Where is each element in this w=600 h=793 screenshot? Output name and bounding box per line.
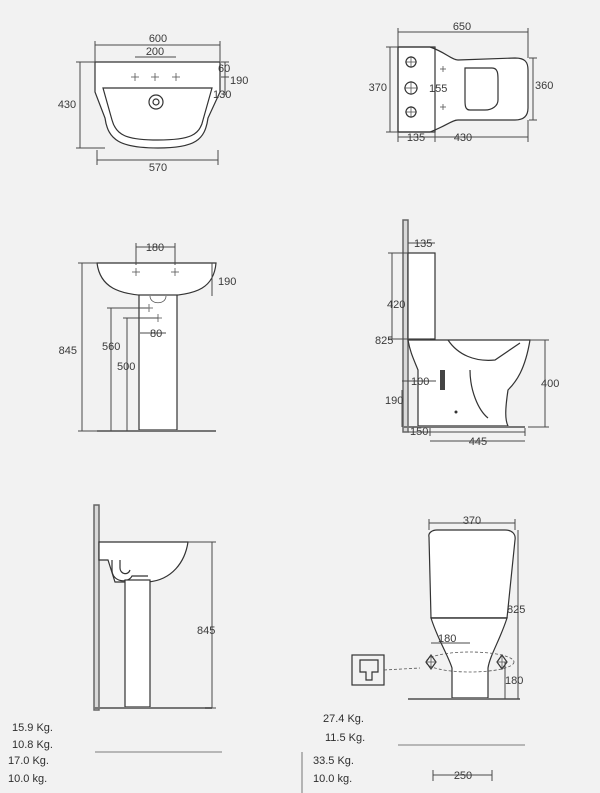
weight-label: 17.0 Kg. bbox=[8, 755, 49, 767]
cistern-side bbox=[407, 252, 436, 340]
dim-200: 200 bbox=[146, 46, 164, 58]
dim-130: 130 bbox=[213, 89, 231, 101]
wc-top-view: 650 370 155 360 135 430 bbox=[369, 21, 554, 144]
weight-label: 27.4 Kg. bbox=[323, 713, 364, 725]
dim-190: 190 bbox=[385, 395, 403, 407]
tap-hole-icon bbox=[131, 73, 180, 81]
weights-left: 15.9 Kg. 10.8 Kg. 17.0 Kg. 10.0 kg. bbox=[8, 722, 53, 785]
dim-190: 190 bbox=[218, 276, 236, 288]
basin-front-outline bbox=[96, 262, 217, 297]
dim-570: 570 bbox=[149, 162, 167, 174]
dim-420: 420 bbox=[387, 299, 405, 311]
dim-825: 825 bbox=[507, 604, 525, 616]
pedestal-side bbox=[124, 579, 151, 708]
weights-right: 27.4 Kg. 11.5 Kg. 33.5 Kg. 10.0 kg. bbox=[313, 713, 365, 785]
dim-250: 250 bbox=[454, 770, 472, 782]
basin-top-view: 600 200 60 190 130 430 570 bbox=[58, 33, 249, 174]
drain-icon bbox=[148, 94, 164, 110]
seat-outline bbox=[464, 67, 499, 111]
dim-600: 600 bbox=[149, 33, 167, 45]
valve-icon bbox=[351, 654, 421, 686]
dim-60: 60 bbox=[218, 63, 230, 75]
outlet-pipe bbox=[440, 370, 445, 390]
dim-650: 650 bbox=[453, 21, 471, 33]
wc-pan-side bbox=[407, 339, 531, 427]
basin-front-view: 180 190 845 560 500 80 bbox=[59, 242, 236, 432]
wall bbox=[402, 219, 409, 433]
dim-400: 400 bbox=[541, 378, 559, 390]
dim-180: 180 bbox=[146, 242, 164, 254]
dim-430: 430 bbox=[454, 132, 472, 144]
weight-label: 11.5 Kg. bbox=[325, 732, 365, 744]
dim-430: 430 bbox=[58, 99, 76, 111]
basin-side-view: 845 bbox=[93, 504, 222, 753]
wall bbox=[93, 504, 100, 711]
dim-370: 370 bbox=[463, 515, 481, 527]
basin-bowl bbox=[102, 87, 213, 141]
dim-190: 190 bbox=[230, 75, 248, 87]
dim-500: 500 bbox=[117, 361, 135, 373]
dim-180: 180 bbox=[438, 633, 456, 645]
fixing-icon bbox=[404, 56, 446, 118]
dim-135: 135 bbox=[407, 132, 425, 144]
weight-label: 10.8 Kg. bbox=[12, 739, 53, 751]
dim-560: 560 bbox=[102, 341, 120, 353]
dim-825: 825 bbox=[375, 335, 393, 347]
siphon-trap bbox=[111, 560, 148, 582]
dim-100: 100 bbox=[411, 376, 429, 388]
dim-360: 360 bbox=[535, 80, 553, 92]
cistern-front bbox=[428, 529, 516, 619]
wc-pan-front bbox=[430, 617, 508, 699]
wc-side-view: 135 420 825 100 190 400 150 445 bbox=[375, 219, 559, 448]
wc-pan-outline bbox=[397, 46, 529, 133]
dim-155: 155 bbox=[429, 83, 447, 95]
dim-845: 845 bbox=[197, 625, 215, 637]
weight-label: 10.0 kg. bbox=[8, 773, 47, 785]
dim-370: 370 bbox=[369, 82, 387, 94]
dim-845: 845 bbox=[59, 345, 77, 357]
cistern-top bbox=[397, 46, 436, 133]
dim-80: 80 bbox=[150, 328, 162, 340]
dim-135: 135 bbox=[414, 238, 432, 250]
dim-445: 445 bbox=[469, 436, 487, 448]
weight-label: 15.9 Kg. bbox=[12, 722, 53, 734]
wc-front-view: 370 825 180 180 250 bbox=[351, 515, 525, 782]
dim-180: 180 bbox=[505, 675, 523, 687]
weight-label: 33.5 Kg. bbox=[313, 755, 354, 767]
dim-150: 150 bbox=[410, 426, 428, 438]
weight-label: 10.0 kg. bbox=[313, 773, 352, 785]
